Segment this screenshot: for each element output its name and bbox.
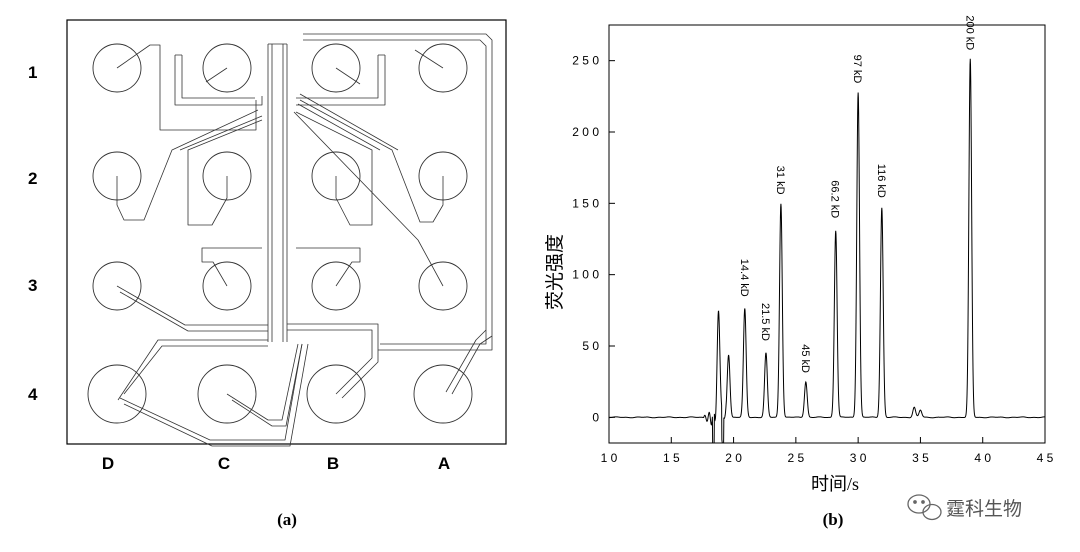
plot-frame <box>608 24 1046 444</box>
channel-c4 <box>226 343 303 427</box>
x-tick-label: 4 0 <box>974 451 991 465</box>
reservoirs <box>87 43 473 424</box>
peak-label: 200 kD <box>963 15 975 50</box>
channel-a4 <box>445 329 493 395</box>
reservoir-a4 <box>413 364 473 424</box>
panel-a-caption: (a) <box>277 510 297 529</box>
x-tick-label: 1 0 <box>601 451 618 465</box>
y-tick-label: 1 0 0 <box>572 268 599 282</box>
reservoir-c2 <box>202 151 252 201</box>
peak-labels: 14.4 kD 21.5 kD 31 kD 45 kD 66.2 kD 97 kD 116 … <box>738 15 976 373</box>
peak-label: 14.4 kD <box>738 259 750 297</box>
channel-d3 <box>116 285 268 332</box>
panel-b-caption: (b) <box>823 510 844 529</box>
x-tick-label: 1 5 <box>663 451 680 465</box>
peak-label: 66.2 kD <box>829 180 841 218</box>
channel-b1 <box>296 54 386 106</box>
reservoir-a3 <box>418 261 468 311</box>
reservoir-b2 <box>311 151 361 201</box>
channel-b4 <box>287 323 379 399</box>
reservoir-c3 <box>202 261 252 311</box>
central-channel <box>267 43 288 342</box>
reservoir-d3 <box>92 261 142 311</box>
channel-a3 <box>293 111 444 287</box>
row-label-2: 2 <box>28 169 37 188</box>
reservoir-a1 <box>418 43 468 93</box>
y-axis-ticks: 0 5 0 1 0 0 1 5 0 2 0 0 2 5 0 <box>572 54 615 424</box>
x-tick-label: 2 5 <box>788 451 805 465</box>
reservoir-c1 <box>202 43 252 93</box>
reservoir-c4 <box>197 364 257 424</box>
reservoir-b1 <box>311 43 361 93</box>
channel-b3 <box>296 247 361 287</box>
x-axis-ticks: 1 0 1 5 2 0 2 5 3 0 3 5 4 0 4 5 <box>601 437 1054 465</box>
channel-a2 <box>299 93 444 223</box>
peak-label: 116 kD <box>875 164 887 198</box>
y-axis-label: 荧光强度 <box>544 234 566 310</box>
peak-label: 97 kD <box>851 55 863 84</box>
x-axis-label: 时间/s <box>811 474 859 494</box>
chip-layout-panel: 1 2 3 4 D C B A <box>28 19 507 529</box>
peak-label: 21.5 kD <box>759 303 771 341</box>
electropherogram-panel: 1 0 1 5 2 0 2 5 3 0 3 5 4 0 4 5 0 5 0 1 0 0 1 5 0 2… <box>544 15 1054 529</box>
y-tick-label: 5 0 <box>582 339 599 353</box>
x-tick-label: 2 0 <box>725 451 742 465</box>
column-label-c: C <box>218 454 230 473</box>
channel-network <box>116 33 493 447</box>
column-label-a: A <box>438 454 450 473</box>
column-label-b: B <box>327 454 339 473</box>
peak-label: 45 kD <box>799 344 811 373</box>
wechat-icon <box>907 494 942 521</box>
channel-a1 <box>303 33 493 351</box>
x-tick-label: 3 0 <box>850 451 867 465</box>
column-label-d: D <box>102 454 114 473</box>
channel-c3 <box>201 247 262 287</box>
channel-c1 <box>174 54 263 106</box>
row-label-1: 1 <box>28 63 37 82</box>
channel-b2 <box>295 103 381 226</box>
row-label-3: 3 <box>28 276 37 295</box>
channel-d2 <box>116 109 263 221</box>
channel-d1 <box>116 44 257 131</box>
reservoir-b3 <box>311 261 361 311</box>
electropherogram-trace <box>608 58 1045 444</box>
watermark: 霆科生物 <box>907 494 1022 521</box>
row-label-4: 4 <box>28 385 38 404</box>
chip-outline <box>66 19 507 445</box>
channel-c2 <box>187 119 263 226</box>
channel-d4 <box>117 339 309 447</box>
y-tick-label: 2 0 0 <box>572 125 599 139</box>
y-tick-label: 2 5 0 <box>572 54 599 68</box>
reservoir-b4 <box>306 364 366 424</box>
y-tick-label: 1 5 0 <box>572 196 599 210</box>
reservoir-d1 <box>92 43 142 93</box>
x-tick-label: 3 5 <box>912 451 929 465</box>
x-tick-label: 4 5 <box>1037 451 1054 465</box>
watermark-text: 霆科生物 <box>946 498 1022 520</box>
peak-label: 31 kD <box>774 166 786 195</box>
reservoir-d4 <box>87 364 147 424</box>
y-tick-label: 0 <box>592 410 599 424</box>
